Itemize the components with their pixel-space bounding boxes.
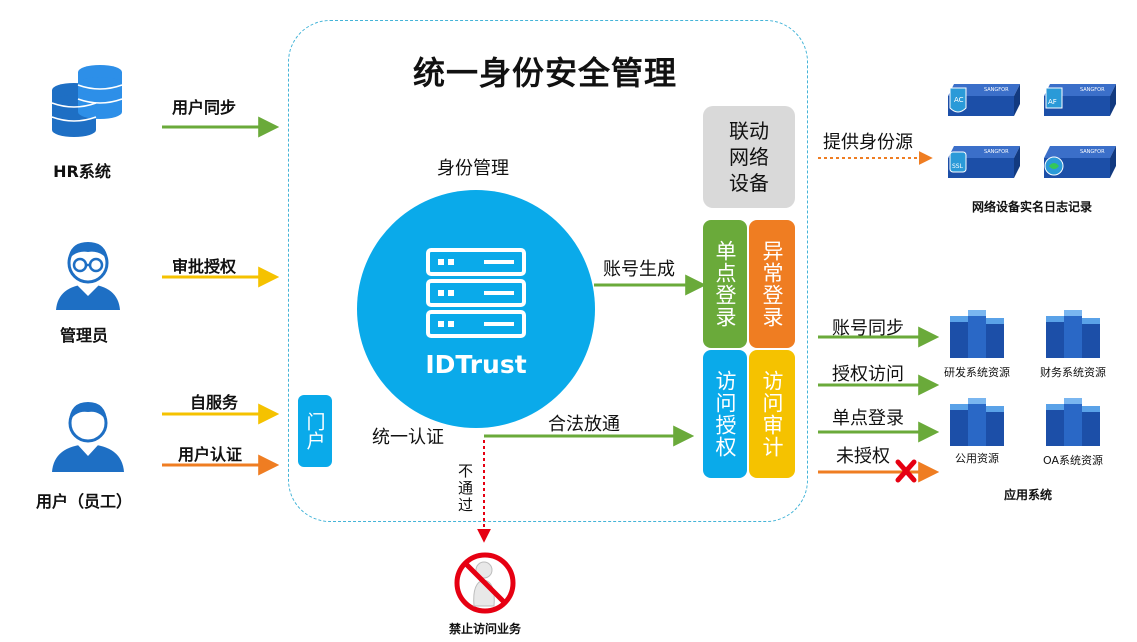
svg-text:SANGFOR: SANGFOR [984,149,1009,155]
authorized-access-label: 授权访问 [832,364,904,385]
identity-mgmt-label: 身份管理 [437,158,509,179]
idtrust-boundary [288,20,808,522]
svg-text:SANGFOR: SANGFOR [1080,87,1105,93]
svg-text:SANGFOR: SANGFOR [984,87,1009,93]
network-device-ssl-icon: SSL SANGFOR [948,146,1020,178]
network-device-caption: 网络设备实名日志记录 [971,200,1092,214]
oa-server-cluster-icon [1046,398,1100,446]
abnormal-login-box: 异常登录 [749,220,795,348]
sso-arrow-label: 单点登录 [832,408,904,429]
user-sync-label: 用户同步 [172,98,237,117]
unified-auth-label: 统一认证 [372,427,444,448]
forbidden-icon [454,552,516,614]
app-system-caption: 应用系统 [1003,488,1052,502]
admin-label: 管理员 [59,326,108,345]
not-pass-label: 不通过 [458,462,474,514]
denied-x-icon [895,459,917,483]
user-employee-label: 用户（员工） [35,492,132,511]
hr-system-label: HR系统 [53,162,111,181]
provide-identity-label: 提供身份源 [823,132,913,153]
network-device-gateway-icon: SANGFOR [1044,146,1116,178]
user-auth-label: 用户认证 [178,445,243,464]
unauthorized-label: 未授权 [836,446,890,467]
access-auth-box: 访问授权 [703,350,747,478]
sso-box: 单点登录 [703,220,747,348]
public-resource-label: 公用资源 [955,452,999,465]
self-service-label: 自服务 [190,393,239,412]
network-device-af-icon: AF SANGFOR [1044,84,1116,116]
approval-label: 审批授权 [172,257,237,276]
diagram-title: 统一身份安全管理 [412,54,677,92]
oa-system-label: OA系统资源 [1043,454,1103,467]
portal-box: 门户 [298,395,332,467]
legal-pass-label: 合法放通 [548,414,620,435]
svg-text:SANGFOR: SANGFOR [1080,149,1105,155]
public-server-cluster-icon [950,398,1004,446]
account-gen-label: 账号生成 [603,259,675,280]
server-icon [426,248,526,338]
network-device-ac-icon: AC SANGFOR [948,84,1020,116]
svg-text:AF: AF [1048,98,1057,106]
rd-system-label: 研发系统资源 [944,366,1010,379]
idtrust-circle [357,190,595,428]
svg-text:AC: AC [954,96,964,104]
admin-person-icon [56,242,120,310]
user-person-icon [52,402,124,472]
linkage-device-box: 联动网络设备 [703,106,795,208]
forbidden-caption: 禁止访问业务 [448,622,521,636]
finance-server-cluster-icon [1046,310,1100,358]
account-sync-label: 账号同步 [832,318,904,339]
rd-server-cluster-icon [950,310,1004,358]
access-audit-box: 访问审计 [749,350,795,478]
database-icon [51,65,123,137]
finance-system-label: 财务系统资源 [1040,366,1106,379]
svg-text:SSL: SSL [952,163,964,170]
idtrust-label: IDTrust [425,350,527,379]
